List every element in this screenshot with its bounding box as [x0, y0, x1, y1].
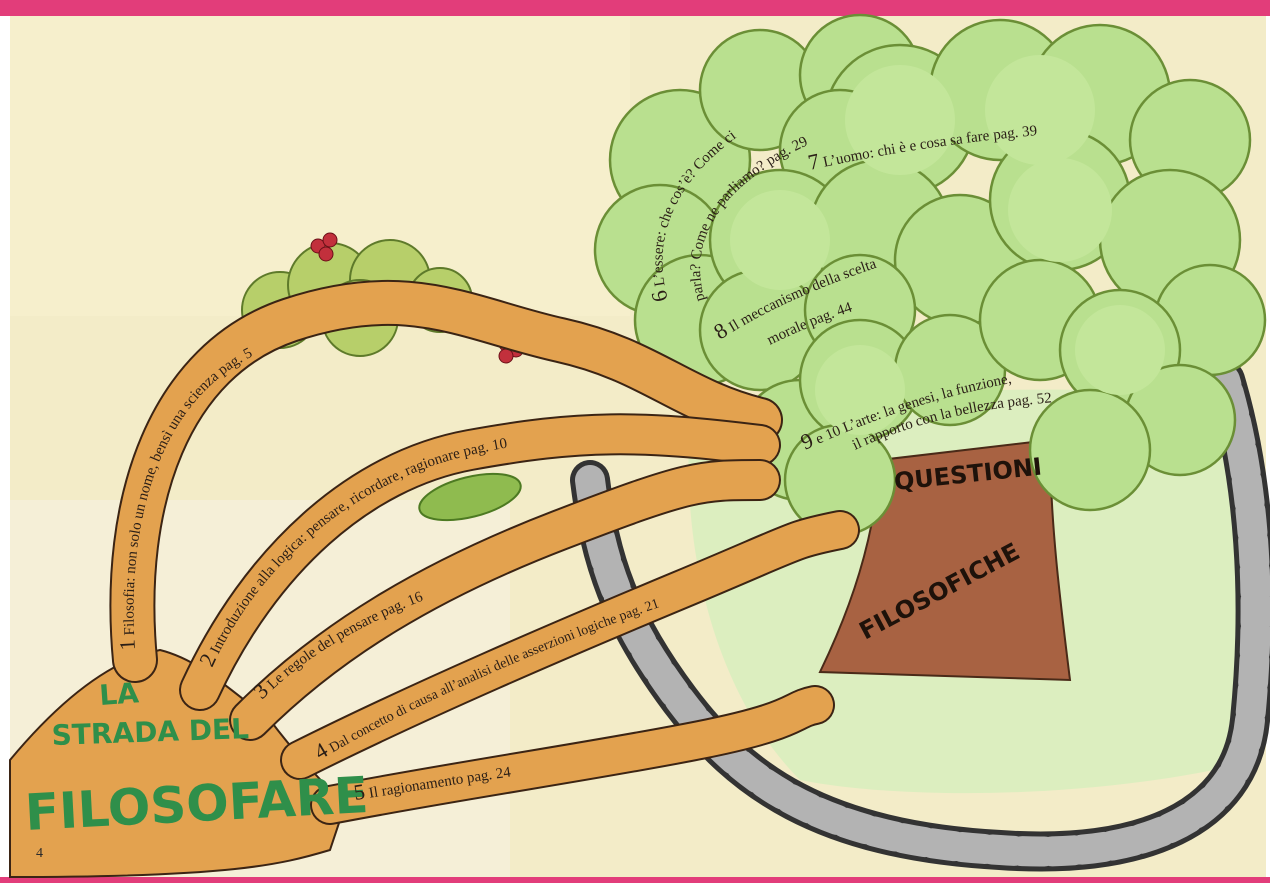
- title-line-2: STRADA DEL: [51, 712, 250, 752]
- title-line-1: LA: [98, 676, 140, 712]
- page-number: 4: [36, 846, 43, 862]
